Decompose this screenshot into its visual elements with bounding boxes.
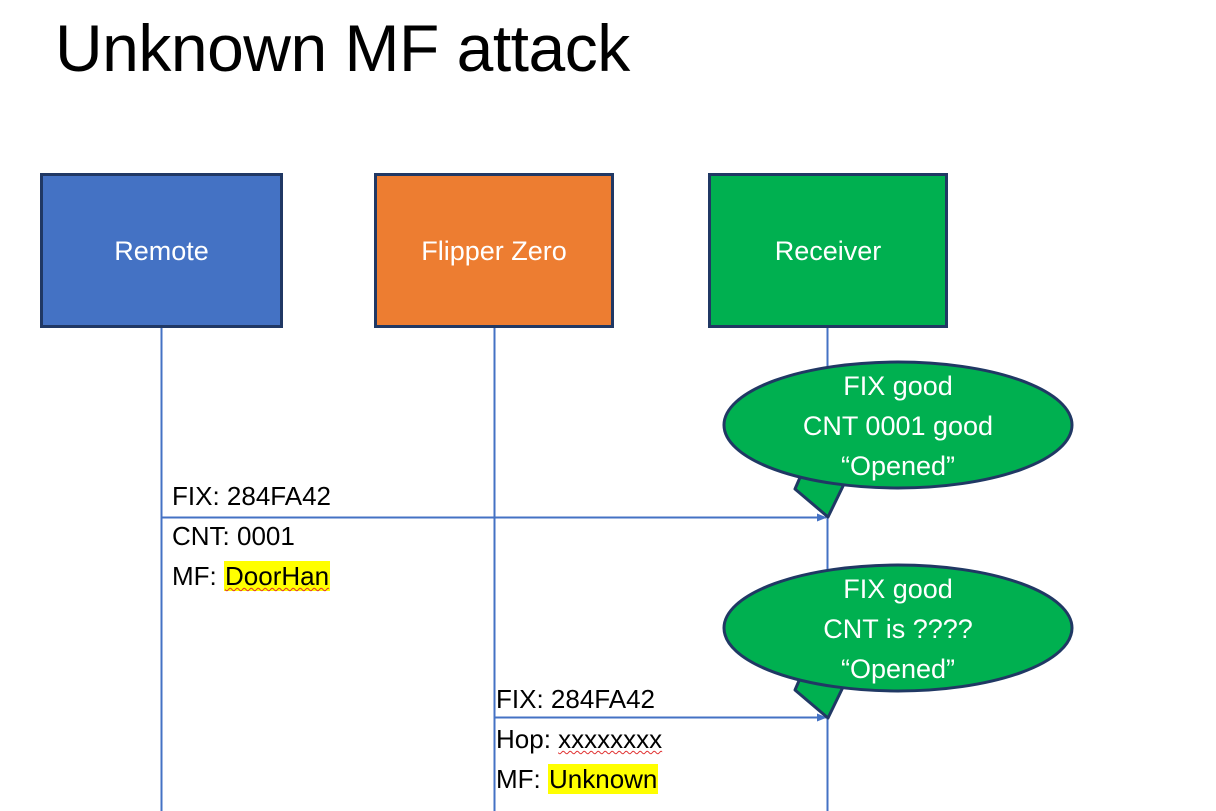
callout-1-line-2: CNT 0001 good: [802, 411, 994, 441]
message-line-hop: Hop: xxxxxxxx: [496, 724, 663, 754]
callout-text-2: FIX good CNT is ???? “Opened”: [724, 569, 1072, 689]
message-value-mf-highlighted: DoorHan: [224, 561, 331, 591]
callout-body-1: [722, 360, 1074, 490]
callout-2-line-3: “Opened”: [840, 654, 956, 684]
actor-box-remote[interactable]: Remote: [40, 173, 283, 328]
actor-label-flipper: Flipper Zero: [421, 235, 567, 266]
callout-2-line-1: FIX good: [843, 574, 953, 604]
actor-label-receiver: Receiver: [774, 235, 882, 266]
callout-1-line-1: FIX good: [843, 371, 953, 401]
callout-bubble-1: [722, 360, 1074, 519]
page-title: Unknown MF attack: [55, 11, 630, 85]
callout-1-line-3: “Opened”: [840, 451, 956, 481]
message-value-mf-2-highlighted: Unknown: [548, 764, 659, 794]
message-label-2: FIX: 284FA42 Hop: xxxxxxxx MF: Unknown: [496, 679, 662, 799]
message-line-mf: MF: DoorHan: [172, 561, 331, 591]
actor-box-flipper[interactable]: Flipper Zero: [374, 173, 614, 328]
callout-bubble-2: [722, 563, 1074, 720]
message-value-hop: xxxxxxxx: [558, 724, 663, 754]
message-label-1: FIX: 284FA42 CNT: 0001 MF: DoorHan: [172, 476, 331, 596]
message-line-fix: FIX: 284FA42: [172, 481, 331, 511]
actor-box-receiver[interactable]: Receiver: [708, 173, 948, 328]
message-line-fix-2: FIX: 284FA42: [496, 684, 655, 714]
callout-body-2: [722, 563, 1074, 693]
actor-label-remote: Remote: [114, 235, 209, 266]
message-line-cnt: CNT: 0001: [172, 521, 295, 551]
message-line-mf-2: MF: Unknown: [496, 764, 659, 794]
callout-text-1: FIX good CNT 0001 good “Opened”: [724, 366, 1072, 486]
callout-2-line-2: CNT is ????: [823, 614, 973, 644]
